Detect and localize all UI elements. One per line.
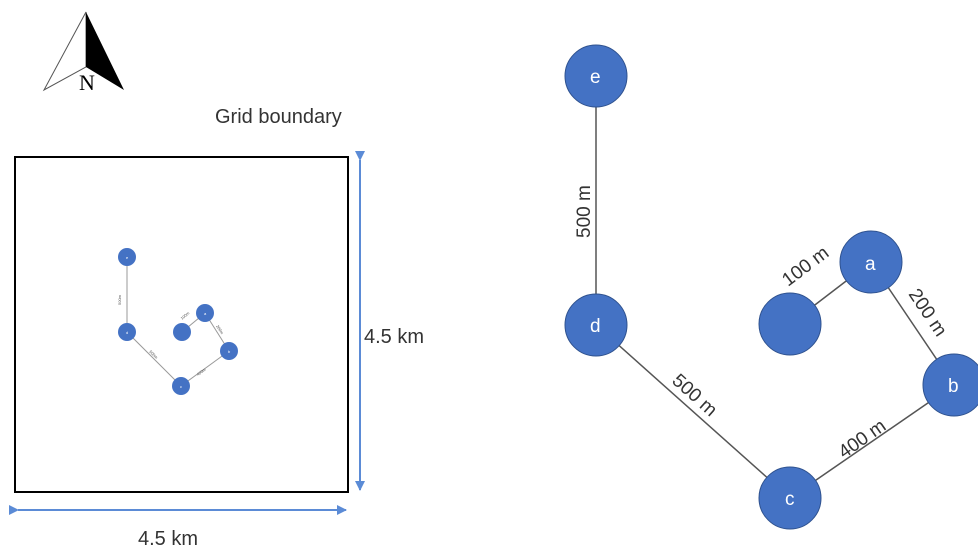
- edge-d-c: [595, 324, 791, 499]
- mini-edge-a-f-label: 100m: [179, 310, 190, 321]
- mini-edge-c-b: [180, 350, 230, 387]
- edge-c-b-label: 400 m: [835, 416, 890, 463]
- mini-node-d-label: d: [126, 330, 128, 335]
- north-arrow-icon: N: [42, 11, 124, 95]
- mini-node-b: [220, 342, 238, 360]
- mini-node-a-label: a: [204, 311, 207, 316]
- mini-node-c-label: c: [180, 384, 182, 389]
- node-b-label: b: [948, 376, 959, 397]
- mini-node-b-label: b: [228, 349, 231, 354]
- mini-network: e d c b a 500m 500m 400m 200m 100m: [117, 248, 238, 395]
- mini-edge-d-c-label: 500m: [148, 349, 159, 360]
- node-unlabeled: [758, 292, 822, 356]
- mini-node-e: [118, 248, 136, 266]
- node-d: [564, 293, 628, 357]
- node-d-label: d: [590, 316, 601, 337]
- north-label: N: [79, 70, 95, 95]
- node-e-label: e: [590, 67, 601, 88]
- node-c-label: c: [785, 489, 795, 510]
- node-e: [564, 44, 628, 108]
- grid-boundary-title: Grid boundary: [215, 106, 342, 128]
- width-dimension-label: 4.5 km: [138, 528, 198, 550]
- edge-e-d-label: 500 m: [574, 185, 595, 238]
- edge-b-a-label: 200 m: [904, 285, 951, 341]
- edge-c-b: [789, 384, 955, 499]
- node-c: [758, 466, 822, 530]
- network-edges: [595, 76, 955, 499]
- mini-node-d: [118, 323, 136, 341]
- mini-edge-d-c: [126, 331, 182, 387]
- network-nodes: [564, 44, 978, 530]
- height-dimension-label: 4.5 km: [364, 326, 424, 348]
- mini-node-e-label: e: [126, 255, 129, 260]
- node-a-label: a: [865, 254, 876, 275]
- node-a: [839, 230, 903, 294]
- mini-edge-b-a-label: 200m: [215, 324, 225, 336]
- mini-node-f: [173, 323, 191, 341]
- node-b: [922, 353, 978, 417]
- mini-edge-c-b-label: 400m: [196, 366, 208, 376]
- mini-edge-e-d-label: 500m: [117, 294, 122, 305]
- edge-a-f-label: 100 m: [778, 242, 833, 291]
- mini-node-c: [172, 377, 190, 395]
- mini-node-a: [196, 304, 214, 322]
